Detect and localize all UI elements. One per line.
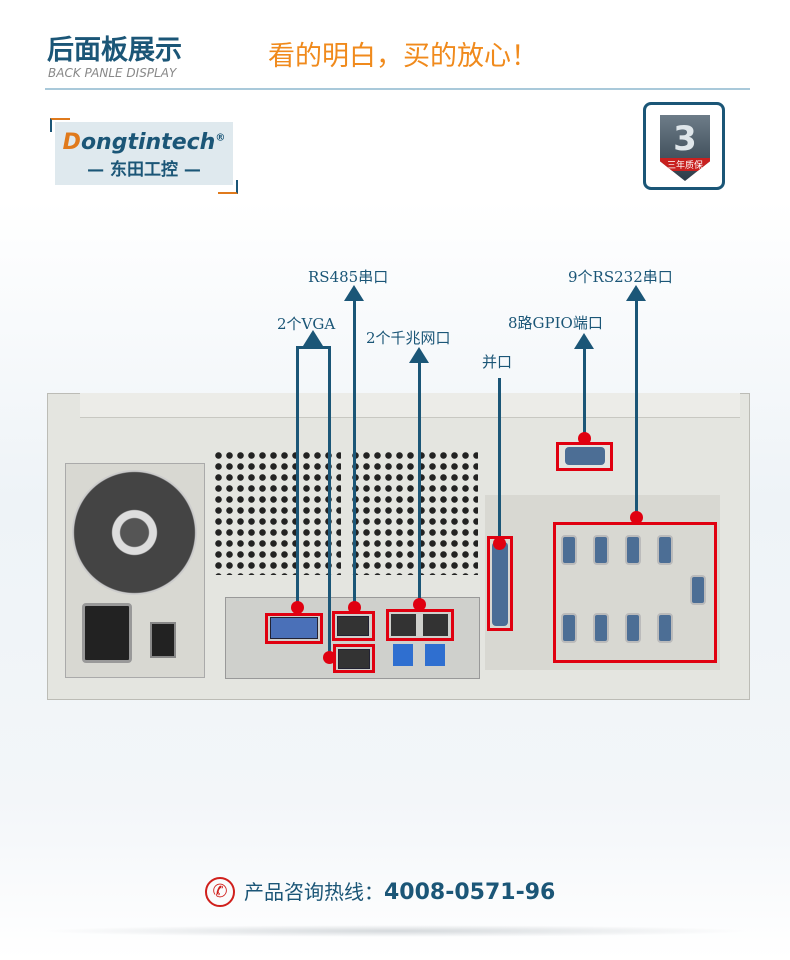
- highlight-vga-2: [333, 644, 375, 673]
- warranty-years: 3: [673, 119, 697, 159]
- marker-dot: [578, 432, 591, 445]
- power-socket: [82, 603, 132, 663]
- rs485-port: [337, 616, 369, 636]
- logo-corner: [50, 118, 70, 132]
- marker-dot: [348, 601, 361, 614]
- leader-parallel: [498, 378, 501, 544]
- highlight-rs232: [553, 522, 717, 663]
- vent-left: [213, 450, 341, 575]
- rs232-port: [593, 613, 609, 643]
- rs232-port: [625, 613, 641, 643]
- arrow-rs485: [344, 285, 364, 301]
- arrow-rs232: [626, 285, 646, 301]
- highlight-lan: [386, 609, 454, 641]
- callout-lan: 2个千兆网口: [366, 329, 451, 347]
- marker-dot: [493, 537, 506, 550]
- vga-port-1: [270, 617, 318, 639]
- page-subtitle: BACK PANLE DISPLAY: [48, 66, 177, 80]
- arrow-gpio: [574, 333, 594, 349]
- warranty-label: 三年质保: [660, 158, 710, 171]
- marker-dot: [630, 511, 643, 524]
- arrow-lan: [409, 347, 429, 363]
- marker-dot: [413, 598, 426, 611]
- logo-text: ongtintech: [80, 130, 216, 155]
- arrow-vga: [303, 330, 323, 346]
- logo-corner: [218, 180, 238, 194]
- leader-rs485: [353, 300, 356, 608]
- power-switch: [150, 622, 176, 658]
- rs232-port: [593, 535, 609, 565]
- lan-port-2: [423, 614, 448, 636]
- hotline: 产品咨询热线：4008-0571-96: [244, 876, 555, 905]
- logo-cn: — 东田工控 —: [87, 160, 201, 180]
- highlight-parallel: [487, 536, 513, 631]
- parallel-port: [492, 542, 508, 626]
- callout-gpio: 8路GPIO端口: [508, 314, 603, 332]
- gpio-port: [565, 447, 605, 465]
- leader-rs232: [635, 300, 638, 518]
- usb-ports: [393, 644, 413, 666]
- highlight-rs485: [332, 611, 375, 641]
- divider: [45, 88, 750, 90]
- leader-vga: [296, 346, 331, 349]
- leader-vga: [328, 346, 331, 658]
- callout-vga: 2个VGA: [277, 315, 336, 333]
- callout-rs485: RS485串口: [308, 268, 389, 286]
- logo-initial: D: [62, 130, 81, 155]
- callout-rs232: 9个RS232串口: [568, 268, 673, 286]
- rs232-port: [625, 535, 641, 565]
- fan-icon: [72, 470, 197, 595]
- marker-dot: [291, 601, 304, 614]
- page-title: 后面板展示: [47, 35, 182, 66]
- rs232-port: [690, 575, 706, 605]
- hotline-label: 产品咨询热线：: [244, 880, 384, 904]
- vent-right: [350, 450, 478, 575]
- slogan: 看的明白，买的放心！: [268, 41, 538, 72]
- leader-lan: [418, 362, 421, 605]
- vga-port-2: [338, 649, 370, 669]
- rs232-port: [657, 535, 673, 565]
- leader-gpio: [583, 348, 586, 438]
- marker-dot: [323, 651, 336, 664]
- bottom-shadow: [40, 925, 750, 937]
- usb-ports: [425, 644, 445, 666]
- chassis-lid: [80, 393, 740, 418]
- warranty-badge: 3 三年质保: [643, 102, 725, 190]
- rs232-port: [657, 613, 673, 643]
- shield-icon: 3 三年质保: [660, 115, 710, 181]
- rs232-port: [561, 535, 577, 565]
- highlight-vga-1: [265, 613, 323, 644]
- brand-logo: Dongtintech® — 东田工控 —: [55, 122, 233, 185]
- highlight-gpio: [556, 442, 613, 471]
- phone-icon: ✆: [205, 877, 235, 907]
- hotline-number: 4008-0571-96: [384, 880, 556, 905]
- lan-port-1: [391, 614, 416, 636]
- rs232-port: [561, 613, 577, 643]
- registered-mark: ®: [215, 132, 226, 144]
- leader-vga: [296, 346, 299, 608]
- callout-parallel: 并口: [482, 353, 513, 371]
